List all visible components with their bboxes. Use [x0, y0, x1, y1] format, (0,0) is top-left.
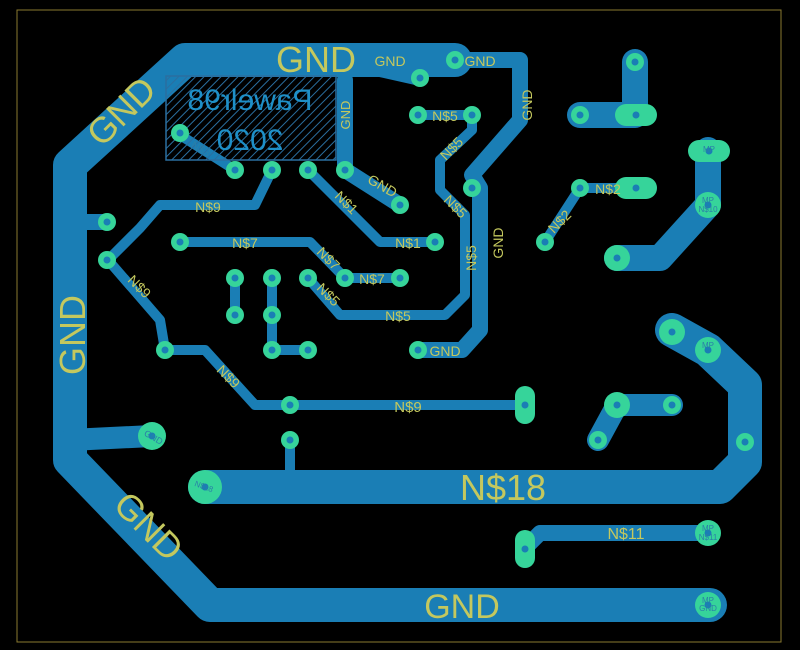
copper-text-line1: Pawelr98: [187, 84, 312, 117]
label-gnd-top: GND: [276, 39, 356, 80]
pad-label-gnd-bottom: GND: [699, 604, 717, 613]
trace-gnd-ring[interactable]: [53, 43, 727, 622]
copper-text-line2: 2020: [217, 124, 284, 157]
label-n2: N$2: [595, 181, 621, 197]
pad-label-mp-b: MP: [702, 196, 714, 205]
pad-label-n11: N$11: [699, 533, 718, 542]
label-gnd-left: GND: [52, 295, 93, 375]
trace-n9[interactable]: [103, 165, 530, 410]
label-gnd-top-right: GND: [464, 53, 495, 69]
trace-n10[interactable]: [604, 137, 721, 271]
pad-label-mp-a: MP: [703, 145, 715, 154]
pad-label-n10: N$10: [698, 205, 718, 214]
label-n7-a: N$7: [232, 235, 258, 251]
label-n5-bottom: N$5: [385, 308, 411, 324]
label-gnd-top-small: GND: [374, 53, 405, 69]
label-n5-vert: N$5: [463, 245, 479, 271]
pad-label-mp-c: MP: [702, 341, 714, 350]
trace-n1[interactable]: [303, 165, 440, 247]
label-gnd-bottom: GND: [424, 588, 500, 626]
pad-holes: [103, 56, 749, 609]
pad-label-mp-d: MP: [702, 524, 714, 533]
label-n11: N$11: [607, 526, 644, 543]
trace-gnd-top2[interactable]: [332, 52, 428, 86]
label-gnd-vert-right: GND: [519, 89, 535, 120]
label-gnd-vert-inner: GND: [338, 101, 353, 130]
pad-label-mp-e: MP: [702, 596, 714, 605]
trace-n7[interactable]: [175, 237, 405, 283]
label-gnd-mid-bottom: GND: [429, 343, 460, 359]
label-n9-top: N$9: [195, 199, 221, 215]
label-gnd-vert-mid: GND: [490, 227, 506, 258]
label-n1: N$1: [395, 235, 421, 251]
label-n9-bottom: N$9: [394, 399, 422, 416]
label-n18: N$18: [460, 467, 546, 508]
label-n5-top: N$5: [432, 108, 458, 124]
label-n7-b: N$7: [359, 271, 385, 287]
name-label-box: Pawelr98 2020: [165, 75, 337, 161]
